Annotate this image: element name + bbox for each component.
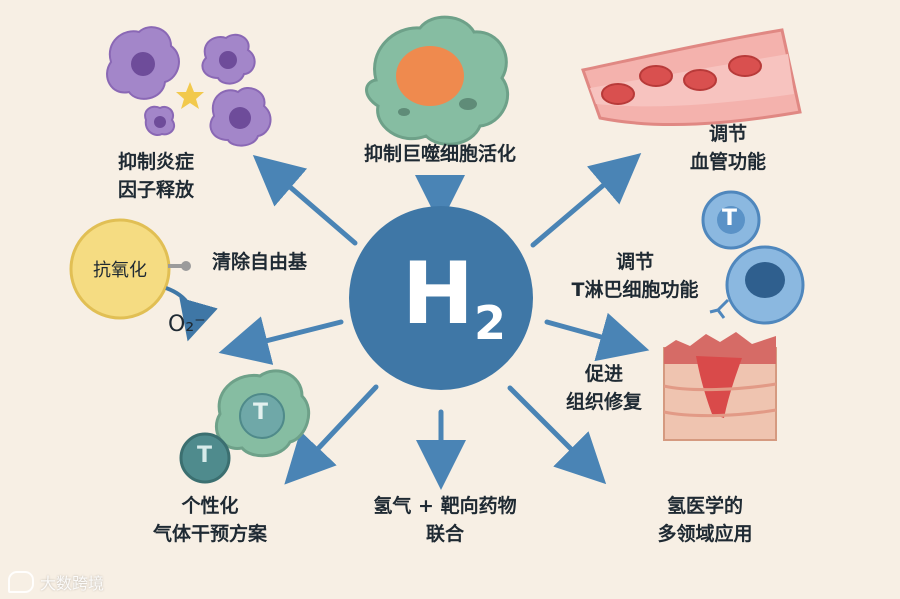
t-letter-label: T	[722, 206, 738, 231]
watermark: 大数跨境	[8, 570, 104, 594]
label-line: 联合	[425, 523, 464, 545]
star-icon	[176, 82, 204, 109]
macrophage-icon	[365, 15, 509, 146]
arrow-inflammation	[252, 154, 358, 246]
label-line: T淋巴细胞功能	[571, 279, 699, 301]
label-macrophage: 抑制巨噬细胞活化	[340, 140, 540, 168]
superoxide-label: O₂⁻	[168, 312, 206, 337]
arrow-free-radical	[218, 316, 344, 365]
antioxidant-icon	[69, 218, 218, 342]
label-line: 清除自由基	[212, 251, 308, 273]
t-letter-label: T	[253, 400, 269, 425]
arrow-personalized	[284, 384, 379, 485]
label-line: 气体干预方案	[152, 523, 267, 545]
blood-vessel-icon	[581, 28, 802, 127]
antioxidant-label: 抗氧化	[93, 260, 147, 281]
h2-core-circle	[349, 206, 533, 390]
label-multi-field: 氢医学的 多领域应用	[640, 492, 770, 548]
label-line: 抑制炎症	[118, 151, 195, 173]
label-line: 个性化	[181, 495, 239, 517]
rbc	[639, 65, 673, 87]
t-letter-label: T	[197, 443, 213, 468]
h2-core: H 2	[380, 238, 520, 358]
h2-symbol: H	[402, 244, 474, 344]
h2-subscript: 2	[474, 296, 507, 350]
arrow-multi-field	[507, 385, 607, 485]
label-personalized: 个性化 气体干预方案	[130, 492, 290, 548]
label-tissue-repair: 促进 组织修复	[566, 360, 642, 416]
label-line: 氢医学的	[666, 495, 743, 517]
label-inflammation: 抑制炎症 因子释放	[118, 148, 194, 204]
label-line: 氢气 + 靶向药物	[373, 495, 517, 517]
label-line: 促进	[585, 363, 624, 385]
arrow-tissue-repair	[544, 312, 650, 362]
label-line: 抑制巨噬细胞活化	[363, 143, 516, 165]
label-line: 组织修复	[566, 391, 643, 413]
watermark-text: 大数跨境	[40, 574, 105, 593]
cytokine-cells-icon	[106, 26, 272, 147]
t-cell-icon	[701, 190, 805, 325]
label-line: 调节	[709, 123, 748, 145]
label-t-cell: 调节 T淋巴细胞功能	[560, 248, 710, 304]
label-vascular: 调节 血管功能	[690, 120, 766, 176]
rbc	[728, 55, 762, 77]
label-targeted-drug: 氢气 + 靶向药物 联合	[360, 492, 530, 548]
rbc	[683, 69, 717, 91]
watermark-logo-icon	[8, 571, 34, 593]
arrow-vascular	[530, 153, 642, 248]
label-line: 因子释放	[118, 179, 195, 201]
rbc	[601, 83, 635, 105]
label-line: 多领域应用	[657, 523, 753, 545]
label-line: 调节	[615, 251, 654, 273]
personalized-cells-icon	[179, 369, 311, 484]
label-free-radical: 清除自由基	[212, 248, 307, 276]
tissue-repair-icon	[663, 332, 777, 441]
arrows	[218, 153, 650, 490]
label-line: 血管功能	[690, 151, 767, 173]
